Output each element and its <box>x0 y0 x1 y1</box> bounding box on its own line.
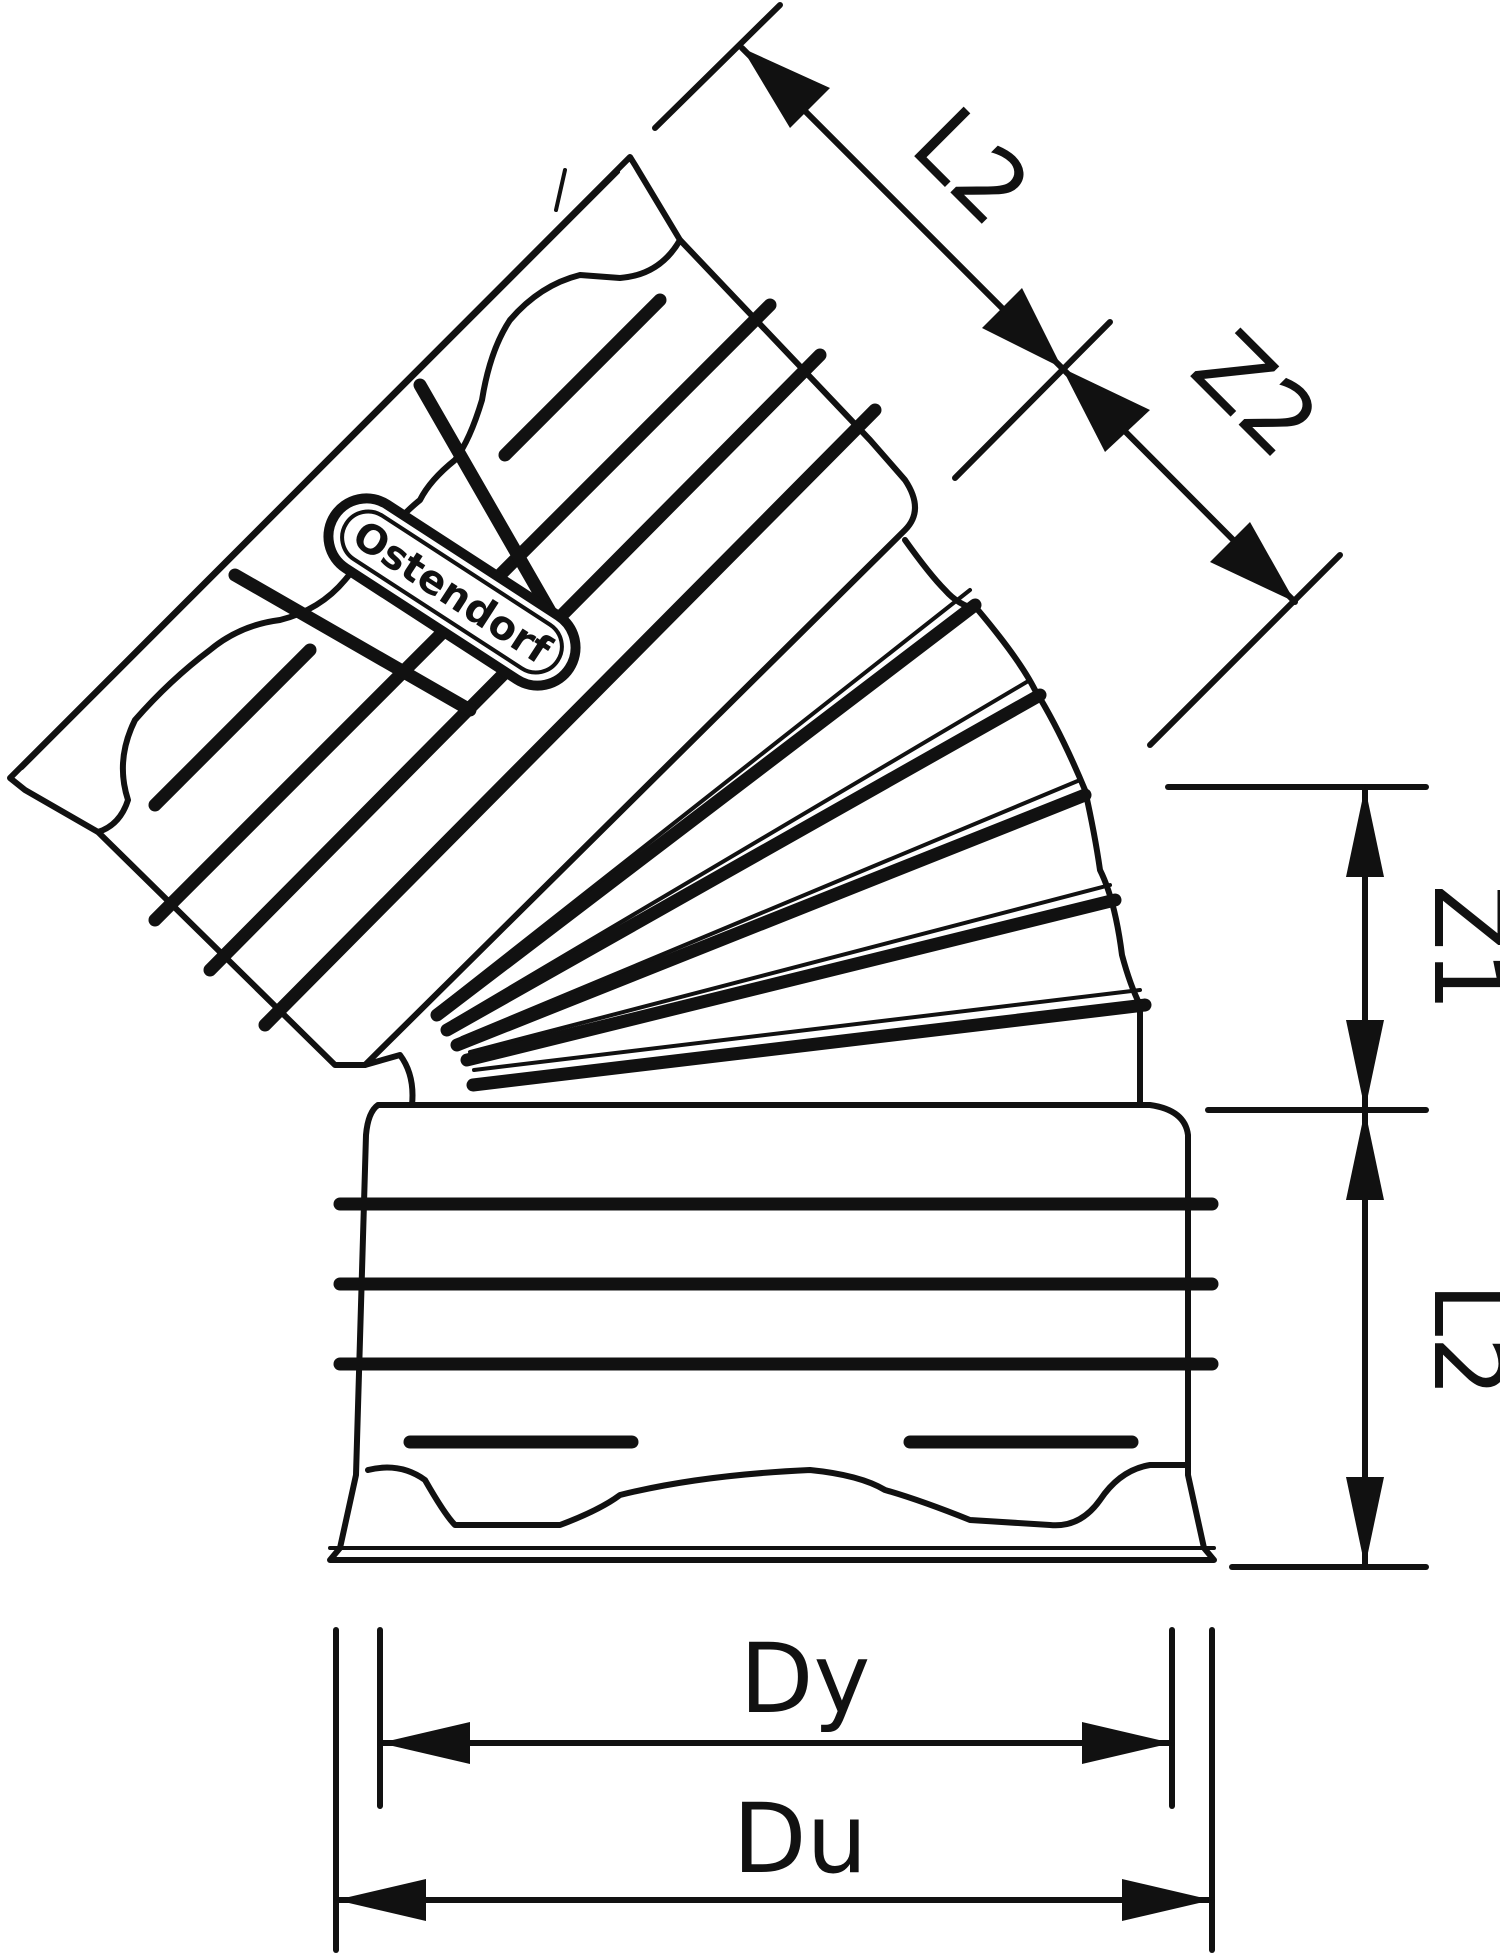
dimension-du-horizontal: Du <box>333 1627 1215 1953</box>
dimension-label-du: Du <box>733 1783 868 1895</box>
dimension-z2-angled: Z2 <box>1059 310 1343 748</box>
dimension-l2-angled: L2 <box>652 2 1113 481</box>
dimension-label-z2: Z2 <box>1171 310 1340 479</box>
dimension-label-z1: Z1 <box>1412 885 1500 1012</box>
brand-logo: Ostendorf <box>323 493 581 691</box>
dimension-label-l2-right: L2 <box>1412 1283 1500 1398</box>
bend-segments <box>362 537 1152 1108</box>
upper-socket <box>7 154 918 1068</box>
dimension-label-dy: Dy <box>740 1623 871 1735</box>
lower-socket <box>327 1102 1219 1563</box>
dimension-dy-horizontal: Dy <box>377 1623 1175 1809</box>
dimension-l2-vertical: L2 <box>1229 1107 1500 1570</box>
dimension-z1-vertical: Z1 <box>1165 784 1500 1113</box>
